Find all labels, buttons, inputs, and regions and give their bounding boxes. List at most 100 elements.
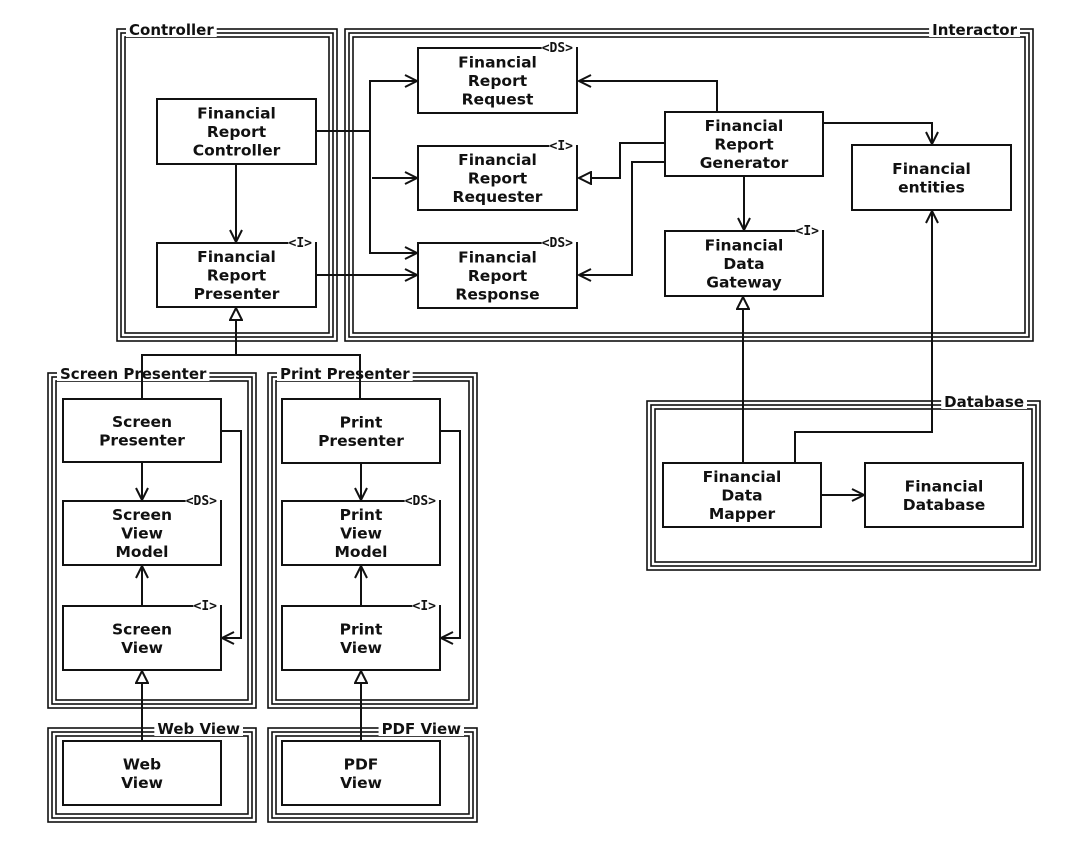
node-stereotype: <I> <box>194 599 218 614</box>
node-box[interactable] <box>62 500 222 566</box>
container-frame-line <box>348 32 1030 338</box>
node-box[interactable] <box>156 242 317 308</box>
container-interactor: Interactor <box>344 21 1034 342</box>
node-label-line: Model <box>116 543 169 561</box>
container-frame-line <box>51 731 253 819</box>
node-box[interactable] <box>662 462 822 528</box>
edge-screen-presenter-to-view <box>221 430 242 638</box>
stereotype-background <box>795 223 822 241</box>
container-web-view: Web View <box>47 720 257 823</box>
stereotype-background <box>404 493 439 511</box>
node-label-line: Financial <box>197 248 276 266</box>
container-frame-line <box>650 404 1037 567</box>
node-label-line: Report <box>468 267 528 285</box>
node-label-line: Screen <box>112 506 172 524</box>
container-title-background <box>154 722 243 736</box>
container-title-background <box>941 395 1027 409</box>
node-label-line: View <box>340 774 382 792</box>
node-label-line: View <box>340 525 382 543</box>
container-frame-line <box>120 32 334 338</box>
node-label-line: Financial <box>197 105 276 123</box>
edge-generator-to-response <box>579 161 665 275</box>
node-label-line: Presenter <box>194 285 280 303</box>
node-label-line: Financial <box>705 237 784 255</box>
node-label-line: Financial <box>705 117 784 135</box>
node-box[interactable] <box>62 740 222 806</box>
node-box[interactable] <box>417 242 578 309</box>
node-box[interactable] <box>156 98 317 165</box>
container-frame-line <box>654 408 1033 563</box>
container-frame-line <box>646 400 1041 571</box>
node-label-line: Financial <box>905 477 984 495</box>
container-title-background <box>57 367 210 381</box>
node-label-line: Financial <box>458 54 537 72</box>
node-box[interactable] <box>62 398 222 463</box>
edge-mapper-to-entities <box>794 211 932 463</box>
node-label-line: Database <box>903 496 986 514</box>
edge-generator-to-entities <box>823 122 932 144</box>
node-box[interactable] <box>281 500 441 566</box>
node-stereotype: <I> <box>289 236 313 251</box>
container-title: PDF View <box>382 720 462 738</box>
node-label-line: Presenter <box>99 431 185 449</box>
node-box[interactable] <box>664 230 824 297</box>
node-box[interactable] <box>417 47 578 114</box>
node-label-line: Screen <box>112 413 172 431</box>
stereotype-background <box>412 598 439 616</box>
node-stereotype: <I> <box>550 139 574 154</box>
node-label-line: Financial <box>458 151 537 169</box>
node-label-line: Print <box>340 413 383 431</box>
node-label-line: Mapper <box>709 505 776 523</box>
stereotype-background <box>541 40 576 58</box>
node-box[interactable] <box>664 111 824 177</box>
node-box[interactable] <box>62 605 222 671</box>
container-title-background <box>277 367 413 381</box>
container-frame-line <box>47 727 257 823</box>
node-label-line: Generator <box>700 154 789 172</box>
stereotype-background <box>288 235 315 253</box>
stereotype-background <box>193 598 220 616</box>
nodes-layer: FinancialReportControllerFinancialReport… <box>62 40 1024 806</box>
edge-controller-to-request <box>369 81 417 247</box>
container-title: Print Presenter <box>280 365 410 383</box>
node-label-line: Print <box>340 620 383 638</box>
node-box[interactable] <box>864 462 1024 528</box>
node-label-line: Report <box>207 267 267 285</box>
node-stereotype: <DS> <box>186 494 217 509</box>
node-box[interactable] <box>417 145 578 211</box>
node-box[interactable] <box>281 740 441 806</box>
container-title: Screen Presenter <box>60 365 207 383</box>
node-box[interactable] <box>851 144 1012 211</box>
node-label-line: Financial <box>703 468 782 486</box>
node-box[interactable] <box>281 605 441 671</box>
node-label-line: Financial <box>892 160 971 178</box>
container-title-background <box>929 23 1020 37</box>
node-label-line: PDF <box>344 755 379 773</box>
node-label-line: Data <box>721 487 762 505</box>
edge-controller-to-response <box>369 246 417 253</box>
container-print-presenter: Print Presenter <box>267 365 478 709</box>
container-frame-line <box>352 36 1026 334</box>
node-box[interactable] <box>281 398 441 464</box>
node-stereotype: <DS> <box>542 41 573 56</box>
container-frame-line <box>55 735 249 815</box>
node-label-line: Web <box>123 755 161 773</box>
